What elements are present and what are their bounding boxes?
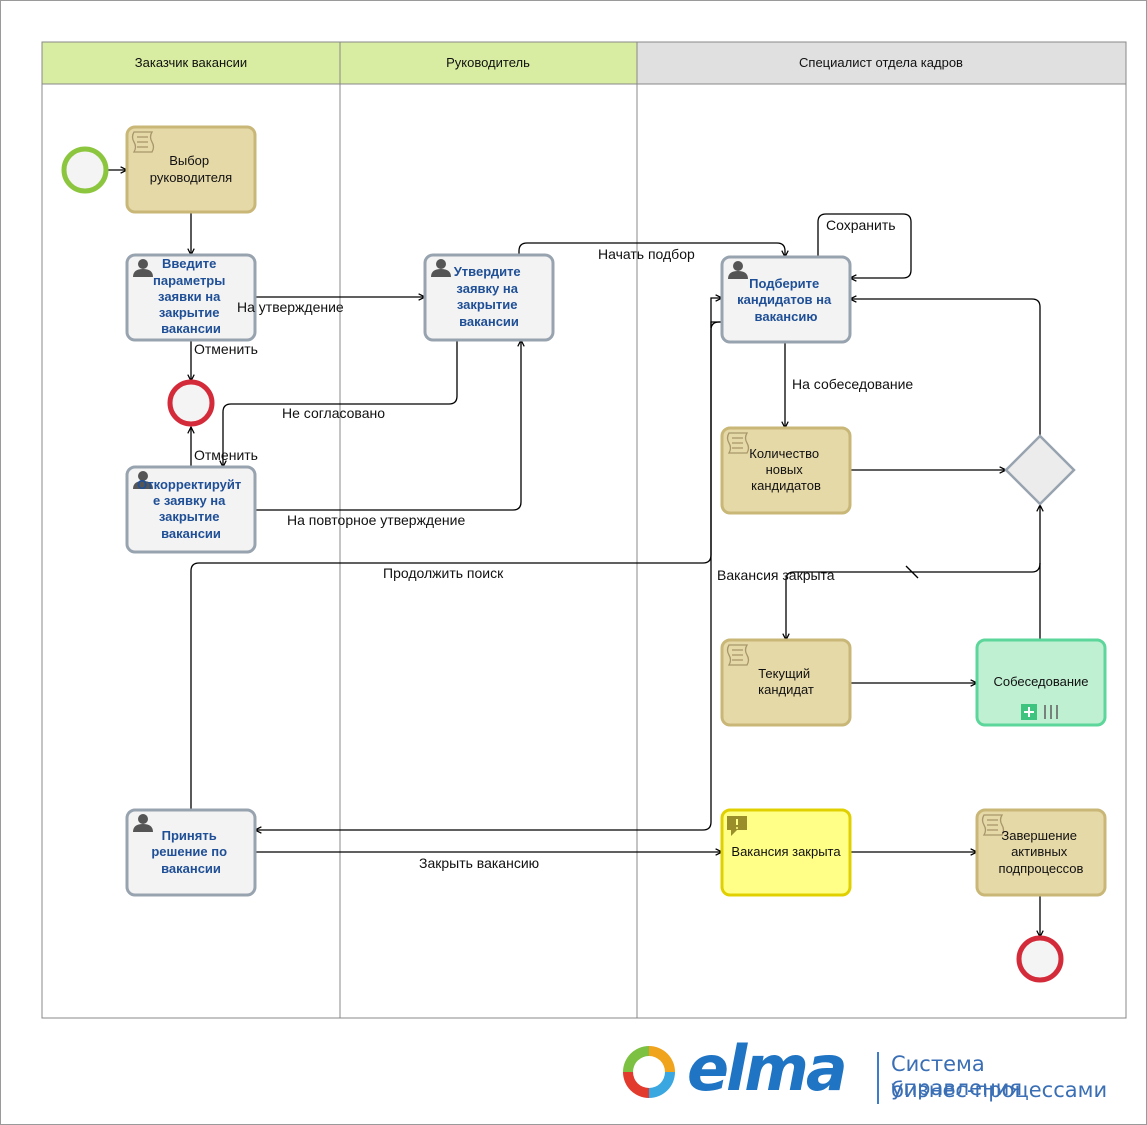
task-current-candidate[interactable]: Текущий кандидат [720, 638, 852, 727]
tagline-line-2: бизнес-процессами [891, 1078, 1108, 1102]
sequence-flows [108, 170, 1040, 937]
cycle-arrows-icon [623, 1046, 675, 1098]
flow-continue-search[interactable] [190, 321, 722, 810]
task-finish-subprocesses[interactable]: Завершение активных подпроцессов [975, 808, 1107, 897]
flow-label-vacancy-closed: Вакансия закрыта [717, 567, 835, 583]
default-flow-slash [905, 565, 919, 579]
task-label: Собеседование [993, 674, 1088, 689]
script-icon [981, 814, 1005, 836]
task-new-candidates-count[interactable]: Количество новых кандидатов [720, 426, 852, 515]
task-label: Вакансия закрыта [731, 844, 841, 859]
task-approve-request[interactable]: Утвердите заявку на закрытие вакансии [423, 253, 555, 342]
footer-branding: elma Система управления бизнес-процессам… [615, 1032, 1115, 1118]
user-icon [133, 471, 153, 489]
task-label: Утвердите заявку на закрытие вакансии [454, 264, 525, 329]
lane-title-customer: Заказчик вакансии [135, 55, 247, 70]
logo-divider [877, 1052, 879, 1104]
flow-label-cancel-2: Отменить [194, 447, 258, 463]
bpmn-diagram: Заказчик вакансии Руководитель Специалис… [41, 41, 1127, 1019]
lane-title-hr: Специалист отдела кадров [799, 55, 963, 70]
task-choose-manager[interactable]: Выбор руководителя [125, 125, 257, 214]
script-icon [726, 432, 750, 454]
task-select-candidates[interactable]: Подберите кандидатов на вакансию [720, 255, 852, 344]
end-event-final[interactable] [1016, 935, 1064, 983]
user-icon [728, 261, 748, 279]
flow-vacancy-closed[interactable] [786, 562, 1041, 640]
flow-label-cancel-1: Отменить [194, 341, 258, 357]
task-label: Подберите кандидатов на вакансию [737, 276, 835, 324]
script-icon [131, 131, 155, 153]
lane-title-manager: Руководитель [446, 55, 530, 70]
task-label: Принять решение по вакансии [151, 828, 230, 876]
flow-not-agreed[interactable] [223, 340, 458, 467]
elma-logo-text: elma [687, 1032, 848, 1105]
lane-header-hr[interactable] [636, 41, 1127, 85]
user-icon [431, 259, 451, 277]
user-icon [133, 259, 153, 277]
exclusive-gateway[interactable] [1004, 434, 1076, 506]
task-label: Введите параметры заявки на закрытие вак… [153, 256, 229, 336]
flow-label-reapproval: На повторное утверждение [287, 512, 465, 528]
flow-label-continue-search: Продолжить поиск [383, 565, 504, 581]
tagline-line-1: Система управления [891, 1052, 1023, 1100]
task-correct-request[interactable]: Откорректируйт е заявку на закрытие вака… [125, 465, 257, 554]
task-enter-params[interactable]: Введите параметры заявки на закрытие вак… [125, 253, 257, 342]
task-label: Выбор руководителя [150, 153, 232, 185]
flow-select-to-decide[interactable] [255, 321, 722, 830]
flow-label-save: Сохранить [826, 217, 896, 233]
multi-instance-icon [1044, 705, 1058, 719]
flow-label-start-search: Начать подбор [598, 246, 695, 262]
expand-plus-icon[interactable] [1021, 704, 1037, 720]
task-label: Текущий кандидат [758, 666, 814, 697]
flow-save[interactable] [817, 213, 912, 278]
script-icon [726, 644, 750, 666]
notification-icon [727, 816, 747, 836]
task-label: Количество новых кандидатов [749, 446, 822, 493]
subprocess-interview[interactable]: Собеседование [975, 638, 1107, 727]
lane-header-customer[interactable] [41, 41, 341, 85]
flow-start-search[interactable] [518, 242, 785, 257]
flow-reapproval[interactable] [255, 340, 521, 511]
flow-continue-search-end [710, 298, 722, 328]
start-event[interactable] [61, 146, 109, 194]
user-icon [133, 814, 153, 832]
flow-label-close-vacancy: Закрыть вакансию [419, 855, 539, 871]
end-event-cancel[interactable] [167, 379, 215, 427]
task-vacancy-closed[interactable]: Вакансия закрыта [720, 808, 852, 897]
flow-label-to-approval: На утверждение [237, 299, 344, 315]
task-label: Откорректируйт е заявку на закрытие вака… [137, 477, 245, 541]
flow-label-not-agreed: Не согласовано [282, 405, 385, 421]
flow-label-to-interview: На собеседование [792, 376, 913, 392]
flow-gateway-to-select[interactable] [850, 299, 1041, 436]
task-label: Завершение активных подпроцессов [999, 828, 1084, 876]
task-decide[interactable]: Принять решение по вакансии [125, 808, 257, 897]
flow-labels: На утверждение Отменить Не согласовано О… [194, 217, 913, 871]
